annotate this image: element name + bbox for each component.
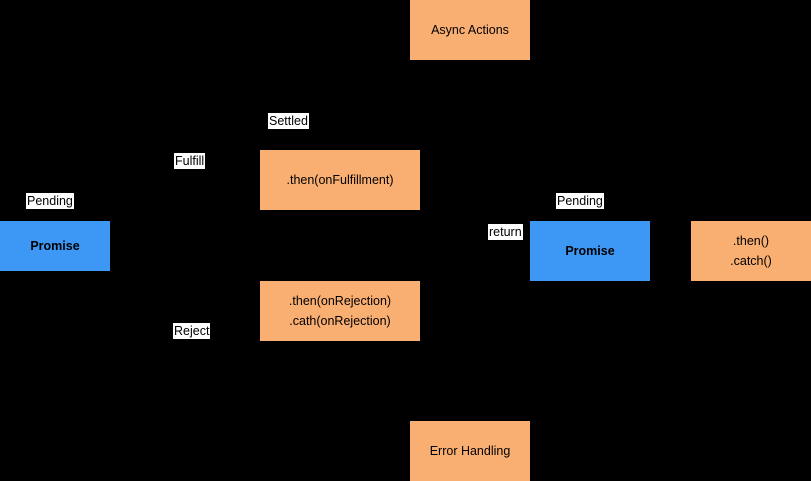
edge-label-pending-right: Pending — [556, 193, 604, 209]
edge-label-settled: Settled — [268, 113, 309, 129]
node-then-catch-on-rejection-line-1: .then(onRejection) — [288, 293, 392, 308]
node-then-on-fulfillment[interactable]: .then(onFulfillment) — [260, 150, 420, 210]
node-async-actions-line-1: Async Actions — [431, 22, 509, 37]
node-then-catch-on-rejection-line-2: .cath(onRejection) — [289, 314, 391, 328]
node-error-handling[interactable]: Error Handling — [410, 421, 530, 481]
edge-label-settled-text: Settled — [269, 114, 308, 128]
edge-label-pending-left: Pending — [26, 193, 74, 209]
node-async-actions[interactable]: Async Actions — [410, 0, 530, 60]
node-then-catch-line-1: .then() — [732, 233, 770, 248]
edge-label-reject-text: Reject — [174, 324, 210, 338]
node-promise-left[interactable]: Promise — [0, 221, 110, 271]
node-error-handling-line-1: Error Handling — [429, 443, 511, 458]
edge-label-pending-right-text: Pending — [557, 194, 603, 208]
node-then-catch-line-2: .catch() — [730, 254, 772, 268]
edge-label-return-text: return — [489, 225, 522, 239]
edge-label-fulfill: Fulfill — [174, 153, 206, 169]
edge-label-fulfill-text: Fulfill — [175, 154, 205, 168]
edge-label-pending-left-text: Pending — [27, 194, 73, 208]
node-promise-right[interactable]: Promise — [530, 221, 650, 281]
edge-label-reject: Reject — [173, 323, 211, 339]
node-promise-left-line-1: Promise — [30, 238, 80, 253]
node-then-on-fulfillment-line-1: .then(onFulfillment) — [286, 172, 394, 187]
edge-label-return: return — [488, 224, 523, 240]
node-promise-right-line-1: Promise — [565, 243, 615, 258]
node-then-catch-on-rejection[interactable]: .then(onRejection) .cath(onRejection) — [260, 281, 420, 341]
node-then-catch[interactable]: .then() .catch() — [691, 221, 811, 281]
